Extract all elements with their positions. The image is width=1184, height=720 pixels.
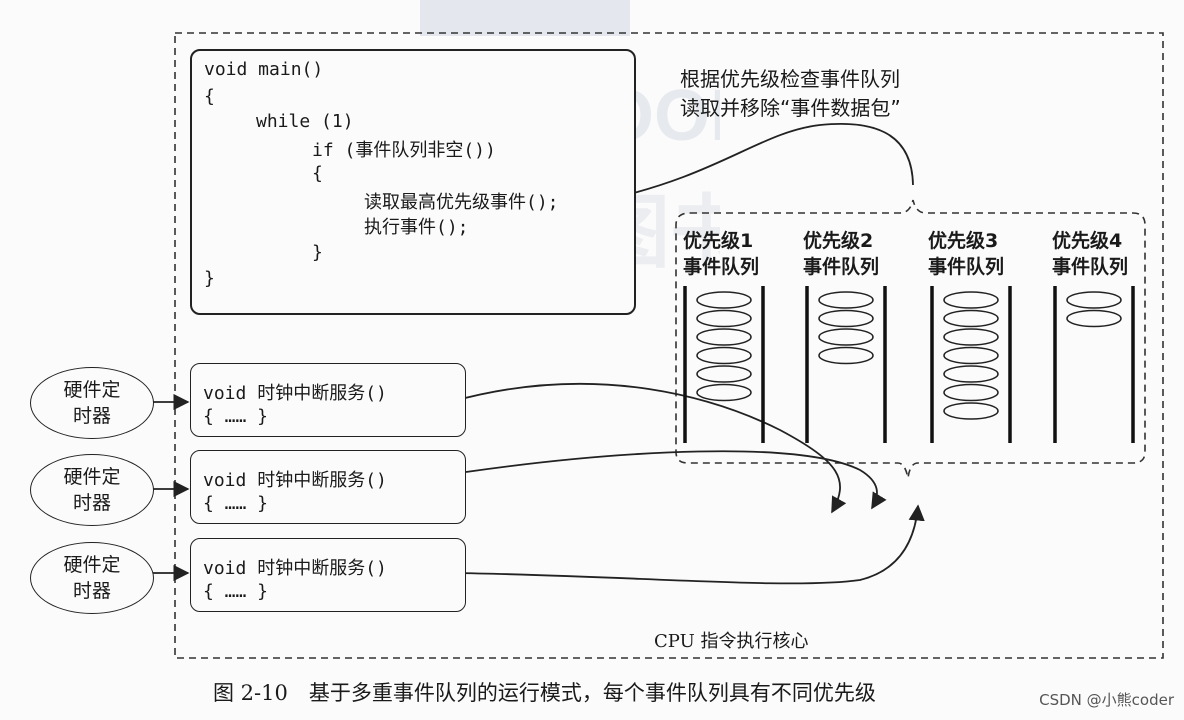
isr-1-body: { …… } <box>203 406 269 427</box>
annotation-line-2: 读取并移除“事件数据包” <box>680 96 901 120</box>
cpu-core-label: CPU 指令执行核心 <box>654 631 809 652</box>
timer-3-line2: 时器 <box>72 580 111 602</box>
queue-3-event-packet <box>943 291 999 309</box>
queue-1-event-packet <box>696 328 752 346</box>
queue-1-event-packet <box>696 365 752 383</box>
isr-1-name: 时钟中断服务() <box>257 383 387 404</box>
code-line-open2: { <box>312 163 323 184</box>
queue-4-event-packet <box>1066 291 1122 309</box>
isr-curve-2 <box>465 450 887 510</box>
isr-box-3: void 时钟中断服务() { …… } <box>190 538 466 612</box>
queue-1-event-packet <box>696 346 752 365</box>
code-line-exec: 执行事件(); <box>364 217 469 238</box>
queue-1-event-packet <box>696 383 752 402</box>
hardware-timer-1: 硬件定 时器 <box>30 367 154 439</box>
queue-2-priority: 优先级2 <box>803 230 874 252</box>
timer-3-line1: 硬件定 <box>63 554 121 576</box>
queue-3-event-packet <box>943 383 999 402</box>
isr-3-keyword: void <box>203 558 247 579</box>
code-line-while: while (1) <box>256 111 354 132</box>
isr-3-body: { …… } <box>203 581 269 602</box>
isr-box-1: void 时钟中断服务() { …… } <box>190 363 466 437</box>
code-line-open: { <box>204 86 215 107</box>
queue-2-event-packet <box>818 328 874 346</box>
queue-1-event-packet <box>696 309 752 328</box>
queue-3-event-packet <box>943 346 999 365</box>
queue-group-frame <box>675 199 1146 479</box>
isr-curve-3 <box>451 504 925 585</box>
queue-2-name: 事件队列 <box>803 256 880 278</box>
hardware-timer-2: 硬件定 时器 <box>30 454 154 526</box>
isr-2-keyword: void <box>203 470 247 491</box>
csdn-watermark: CSDN @小熊coder <box>1039 691 1174 709</box>
queue-4-name: 事件队列 <box>1052 256 1129 278</box>
code-line-if: if (事件队列非空()) <box>312 140 496 161</box>
isr-3-signature: void 时钟中断服务() <box>203 554 387 580</box>
main-code-box: void main() { while (1) if (事件队列非空()) { … <box>190 49 636 315</box>
queue-3-event-packet <box>943 402 999 420</box>
queue-1-priority: 优先级1 <box>683 230 754 252</box>
code-line-main: void main() <box>204 59 324 80</box>
timer-2-line1: 硬件定 <box>63 466 121 488</box>
cpu-core-frame <box>174 32 1164 659</box>
timer-1-line2: 时器 <box>72 405 111 427</box>
queue-3-name: 事件队列 <box>928 256 1005 278</box>
queue-1-name: 事件队列 <box>683 256 760 278</box>
timer-2-line2: 时器 <box>72 492 111 514</box>
queue-3-event-packet <box>943 309 999 328</box>
queue-label-2: 优先级2 事件队列 <box>803 228 879 280</box>
hardware-timer-3: 硬件定 时器 <box>30 542 154 614</box>
isr-2-signature: void 时钟中断服务() <box>203 466 387 492</box>
isr-curve-1 <box>449 382 847 514</box>
isr-1-signature: void 时钟中断服务() <box>203 379 387 405</box>
queue-label-1: 优先级1 事件队列 <box>683 228 759 280</box>
queue-2-event-packet <box>818 346 874 365</box>
queue-4-priority: 优先级4 <box>1052 230 1123 252</box>
queue-1-event-packet <box>696 291 752 309</box>
queue-2-event-packet <box>818 291 874 309</box>
isr-box-2: void 时钟中断服务() { …… } <box>190 450 466 524</box>
annotation-line-1: 根据优先级检查事件队列 <box>680 67 900 91</box>
isr-2-name: 时钟中断服务() <box>257 470 387 491</box>
queue-3-event-packet <box>943 328 999 346</box>
queue-4-event-packet <box>1066 309 1122 328</box>
figure-caption: 图 2-10 基于多重事件队列的运行模式，每个事件队列具有不同优先级 <box>213 681 876 705</box>
annotation-text: 根据优先级检查事件队列读取并移除“事件数据包” <box>680 65 901 123</box>
queue-label-3: 优先级3 事件队列 <box>928 228 1004 280</box>
code-line-close2: } <box>312 242 323 263</box>
code-line-close: } <box>204 268 215 289</box>
isr-1-keyword: void <box>203 383 247 404</box>
isr-2-body: { …… } <box>203 493 269 514</box>
queues <box>683 286 1135 443</box>
isr-3-name: 时钟中断服务() <box>257 558 387 579</box>
queue-3-event-packet <box>943 365 999 383</box>
queue-2-event-packet <box>818 309 874 328</box>
code-line-read: 读取最高优先级事件(); <box>364 192 559 213</box>
timer-1-line1: 硬件定 <box>63 379 121 401</box>
read-arrow <box>603 122 914 205</box>
queue-3-priority: 优先级3 <box>928 230 999 252</box>
queue-label-4: 优先级4 事件队列 <box>1052 228 1128 280</box>
